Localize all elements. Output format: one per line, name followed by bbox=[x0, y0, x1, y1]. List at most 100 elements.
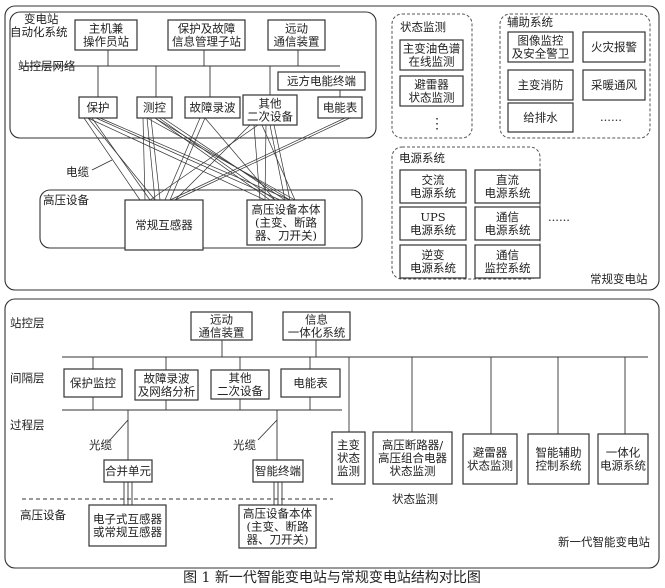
box-label-line: 监测 bbox=[337, 464, 360, 478]
box-label: 高压设备本体(主变、断路器、刀开关) bbox=[243, 507, 312, 547]
smart-status-label: 状态监测 bbox=[392, 492, 438, 506]
box-frame bbox=[399, 244, 467, 279]
box-label-line: 电源系统 bbox=[485, 223, 531, 237]
box-frame bbox=[103, 459, 153, 483]
cable-line bbox=[164, 117, 201, 201]
box-frame bbox=[88, 504, 167, 547]
box-label: 火灾报警 bbox=[591, 40, 637, 54]
box-frame bbox=[134, 369, 199, 401]
cable-line bbox=[154, 117, 291, 201]
box-label: 主变油色谱在线监测 bbox=[403, 42, 461, 69]
box-label-line: 状态 bbox=[337, 451, 360, 465]
auxiliary-system-frame bbox=[499, 13, 651, 139]
box-label: 一体化电源系统 bbox=[600, 446, 646, 473]
box-frame bbox=[399, 206, 467, 241]
box-label-line: 其他 bbox=[259, 97, 282, 111]
conventional-connections bbox=[20, 50, 341, 97]
box-host: 主机兼操作员站 bbox=[74, 19, 138, 51]
box-protinfo: 保护及故障信息管理子站 bbox=[167, 19, 246, 51]
cable-line bbox=[169, 117, 346, 201]
box-s-pow: 一体化电源系统 bbox=[597, 433, 649, 485]
box-label: 远方电能终端 bbox=[287, 74, 356, 88]
figure-caption: 图 1 新一代智能变电站与常规变电站结构对比图 bbox=[183, 570, 481, 586]
box-label-line: 状态监测 bbox=[467, 459, 513, 473]
cable-line bbox=[87, 117, 156, 201]
box-dc: 直流电源系统 bbox=[474, 169, 541, 204]
box-label-line: UPS bbox=[420, 210, 445, 224]
box-label-line: 主变消防 bbox=[518, 78, 564, 92]
box-label: 主机兼操作员站 bbox=[83, 22, 129, 49]
box-label-line: 远动 bbox=[285, 22, 308, 36]
box-label: 通信监控系统 bbox=[485, 248, 531, 275]
box-label: 故障录波及网络分析 bbox=[138, 372, 196, 399]
box-frame bbox=[331, 431, 366, 485]
box-label: 电能表 bbox=[323, 101, 358, 115]
box-fault: 故障录波 bbox=[184, 96, 241, 119]
status-more-dots: ⋮ bbox=[430, 116, 444, 132]
box-label-line: 状态监测 bbox=[390, 464, 436, 478]
box-label-line: 信息管理子站 bbox=[172, 35, 241, 49]
box-label-line: 合并单元 bbox=[105, 464, 151, 478]
box-label-line: 通信装置 bbox=[199, 326, 245, 340]
box-label-line: 器、刀开关) bbox=[255, 229, 317, 243]
box-frame bbox=[399, 39, 464, 71]
box-label: 其他二次设备 bbox=[217, 371, 263, 398]
box-label-line: 通信 bbox=[496, 248, 519, 262]
box-label-line: 器、刀开关) bbox=[247, 533, 309, 547]
box-label-line: 一体化 bbox=[606, 446, 641, 460]
box-label-line: 电能表 bbox=[293, 376, 328, 390]
box-label-line: 及安全警卫 bbox=[512, 47, 570, 61]
cable-line bbox=[169, 117, 206, 201]
cable-line bbox=[273, 124, 291, 201]
box-frame bbox=[597, 433, 649, 485]
box-label: 通信电源系统 bbox=[485, 210, 531, 237]
box-frame bbox=[474, 206, 541, 241]
cable-line bbox=[150, 117, 161, 201]
box-label: 避雷器状态监测 bbox=[467, 446, 513, 473]
box-label-line: 或常规互感器 bbox=[93, 525, 162, 539]
box-frame bbox=[462, 433, 518, 485]
box-label-line: 故障录波 bbox=[144, 372, 190, 386]
box-s-tr: 主变状态监测 bbox=[331, 431, 366, 485]
cable-label: 电缆 bbox=[66, 165, 89, 179]
box-label: 故障录波 bbox=[190, 101, 236, 115]
cable-line bbox=[149, 124, 259, 201]
cable-line bbox=[264, 124, 267, 201]
box-label-line: 高压断路器/ bbox=[382, 438, 443, 452]
power-system-frame bbox=[391, 146, 541, 280]
box-label: 避雷器状态监测 bbox=[409, 78, 455, 105]
cable-line bbox=[91, 117, 151, 201]
cable-line bbox=[142, 117, 146, 201]
smart-title: 新一代智能变电站 bbox=[558, 535, 650, 549]
layer-process: 过程层 bbox=[10, 418, 45, 432]
power-more-dots: ...... bbox=[548, 210, 570, 224]
box-s-hv: 高压设备本体(主变、断路器、刀开关) bbox=[238, 504, 317, 549]
cable-line bbox=[95, 117, 281, 201]
box-frame bbox=[474, 169, 541, 204]
box-label: 直流电源系统 bbox=[485, 173, 531, 200]
box-label: 智能辅助控制系统 bbox=[536, 446, 582, 473]
cable-line bbox=[269, 124, 286, 201]
box-label-line: 火灾报警 bbox=[591, 40, 637, 54]
box-frame bbox=[582, 69, 646, 101]
box-label-line: 一体化系统 bbox=[288, 326, 346, 340]
box-frame bbox=[507, 102, 574, 133]
box-firefight: 主变消防 bbox=[507, 69, 574, 101]
box-label-line: 高压组合电器 bbox=[378, 451, 447, 465]
layer-bay: 间隔层 bbox=[10, 371, 45, 385]
box-other: 其他二次设备 bbox=[242, 94, 298, 126]
box-label-line: 电源系统 bbox=[410, 186, 456, 200]
box-frame bbox=[246, 199, 326, 246]
cable-line bbox=[146, 117, 156, 201]
box-label-line: 故障录波 bbox=[190, 101, 236, 115]
box-frame bbox=[238, 504, 317, 549]
box-label-line: 通信 bbox=[496, 210, 519, 224]
box-inv: 逆变电源系统 bbox=[399, 244, 467, 279]
box-label: 常规互感器 bbox=[135, 218, 193, 232]
box-s-mu: 合并单元 bbox=[103, 459, 153, 483]
box-label-line: 通信装置 bbox=[274, 35, 320, 49]
cable-line bbox=[204, 117, 276, 201]
box-label-line: 智能辅助 bbox=[536, 446, 582, 460]
box-label: 保护及故障信息管理子站 bbox=[172, 22, 241, 49]
